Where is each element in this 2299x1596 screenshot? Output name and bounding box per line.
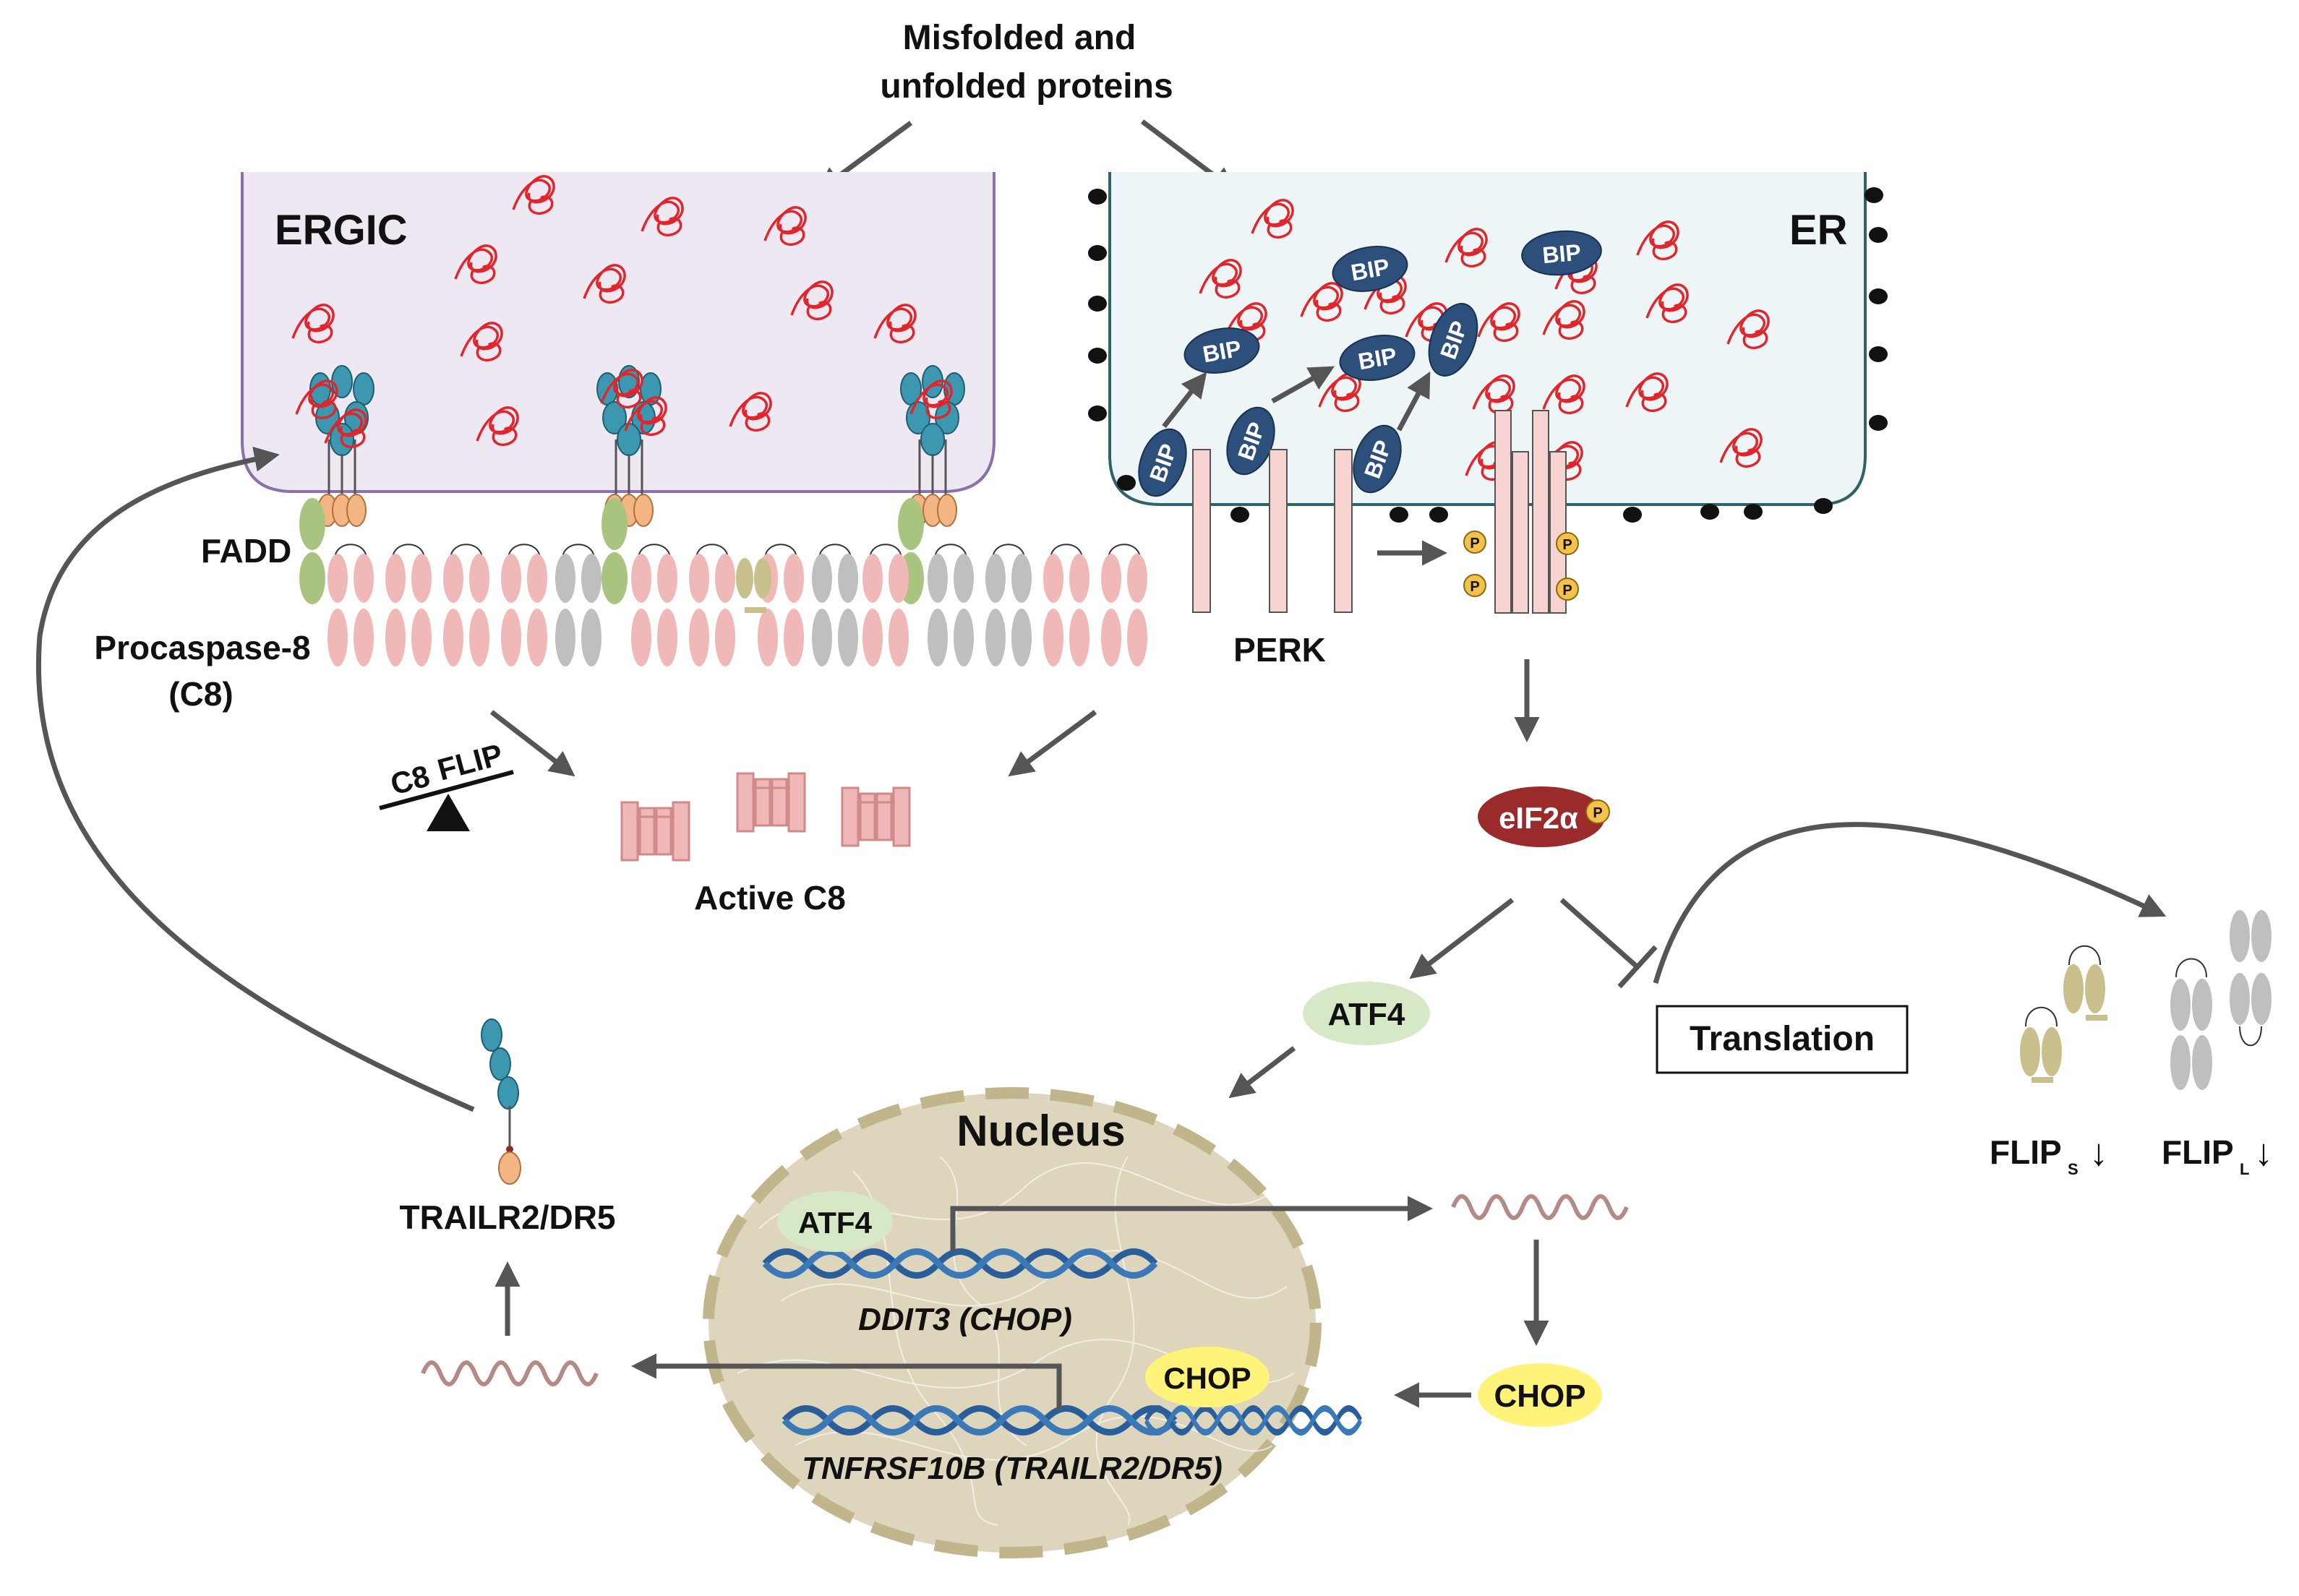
death-receptor-icon xyxy=(481,1018,502,1052)
svg-text:P: P xyxy=(1593,805,1602,821)
perk-label: PERK xyxy=(1233,631,1326,669)
bip-chaperone-icon: BIP xyxy=(1183,327,1260,374)
decrease-arrow-icon: ↓ xyxy=(2089,1132,2108,1174)
atf4-label: ATF4 xyxy=(1328,997,1405,1032)
flip-in-filament xyxy=(736,558,771,613)
svg-text:L: L xyxy=(2240,1160,2249,1178)
arrow-atf4-to-nucleus xyxy=(1228,1046,1296,1099)
er-label: ER xyxy=(1789,207,1848,254)
arrow-tnfrsf10b-transcription xyxy=(631,1353,1062,1410)
atf4-nuclear-label: ATF4 xyxy=(798,1206,873,1240)
ribosomes xyxy=(1088,187,1888,523)
svg-text:FLIP: FLIP xyxy=(1990,1133,2062,1171)
procaspase-8-filament-3 xyxy=(927,544,1148,667)
svg-text:S: S xyxy=(2068,1160,2078,1178)
er-compartment xyxy=(1108,172,1867,506)
arrow-translation-to-flip xyxy=(1653,822,2167,984)
eif2a-label: eIF2α xyxy=(1499,801,1578,835)
atf4-node: ATF4 xyxy=(1303,982,1430,1045)
flip-protein-icon xyxy=(2230,910,2272,1047)
active-c8-dimers xyxy=(620,772,911,862)
mrna-icon xyxy=(1453,1196,1627,1218)
svg-text:P: P xyxy=(1470,536,1479,552)
svg-text:P: P xyxy=(1562,583,1572,598)
ergic-label: ERGIC xyxy=(275,207,408,254)
svg-text:BIP: BIP xyxy=(1541,239,1582,269)
ddit3-label: DDIT3 (CHOP) xyxy=(858,1302,1072,1337)
decrease-arrow-icon: ↓ xyxy=(2254,1132,2273,1174)
phosphate-icon: P xyxy=(1463,531,1486,554)
chop-nuclear-node: CHOP xyxy=(1145,1347,1270,1407)
mrna-icon xyxy=(423,1363,596,1384)
svg-text:P: P xyxy=(1470,579,1479,595)
arrow-trailr2-to-ergic xyxy=(36,446,475,1112)
active-c8-label: Active C8 xyxy=(694,879,846,917)
trailr2-label: TRAILR2/DR5 xyxy=(399,1198,615,1236)
flip-protein-icon xyxy=(2020,1006,2062,1083)
bip-chaperone-icon: BIP xyxy=(1138,428,1187,497)
procaspase-label-line1: Procaspase-8 xyxy=(94,629,310,666)
arrow-procaspase-to-active-right xyxy=(1008,710,1097,777)
chop-nuclear-label: CHOP xyxy=(1163,1361,1251,1395)
arrow-bip-release-2 xyxy=(1271,366,1335,404)
procaspase-8-filament-2 xyxy=(630,544,909,667)
chop-label: CHOP xyxy=(1494,1378,1585,1414)
nucleus-label: Nucleus xyxy=(956,1107,1125,1155)
flip-protein-icon xyxy=(2170,958,2212,1090)
flip-l-label: FLIP L ↓ xyxy=(2162,1132,2273,1178)
svg-text:FLIP: FLIP xyxy=(2162,1133,2234,1171)
flip-s-label: FLIP S ↓ xyxy=(1990,1132,2108,1178)
eif2a-node: eIF2α P xyxy=(1478,786,1610,847)
perk-receptor-icon xyxy=(1269,449,1288,613)
svg-text:P: P xyxy=(1562,537,1572,553)
atf4-nuclear-node: ATF4 xyxy=(777,1191,893,1252)
bip-chaperone-icon: BIP xyxy=(1332,246,1408,292)
phosphate-icon: P xyxy=(1556,578,1579,601)
ergic-compartment xyxy=(241,172,996,493)
translation-label: Translation xyxy=(1690,1020,1875,1058)
phosphate-icon: P xyxy=(1463,574,1486,597)
activated-perk-oligomer xyxy=(1494,410,1567,614)
flip-short-proteins xyxy=(2020,945,2107,1083)
balance-flip-label: FLIP xyxy=(434,737,506,787)
bip-chaperone-icon: BIP xyxy=(1353,424,1402,494)
phosphate-icon: P xyxy=(1585,799,1610,824)
arrow-bip-release-3 xyxy=(1396,371,1431,432)
arrow-bip-release-1 xyxy=(1162,372,1207,429)
perk-receptor-icon xyxy=(1192,449,1211,613)
procaspase-8-filament-1 xyxy=(327,544,602,667)
phosphate-icon: P xyxy=(1556,532,1579,555)
misfolded-label-line2: unfolded proteins xyxy=(880,67,1173,106)
perk-phosphates: P P P P xyxy=(1463,531,1579,601)
misfolded-label-line1: Misfolded and xyxy=(903,19,1136,57)
perk-monomers xyxy=(1192,449,1353,613)
procaspase-label-line2: (C8) xyxy=(168,675,233,713)
flip-long-proteins xyxy=(2170,910,2272,1090)
bip-chaperone-icon: BIP xyxy=(1521,230,1602,276)
bip-chaperone-icon: BIP xyxy=(1339,335,1416,381)
chop-node: CHOP xyxy=(1478,1363,1602,1427)
translation-box xyxy=(1656,1005,1909,1074)
fadd-label: FADD xyxy=(201,532,291,570)
trailr2-receptor xyxy=(481,1018,521,1185)
arrow-ddit3-transcription xyxy=(950,1196,1433,1250)
perk-receptor-icon xyxy=(1334,449,1353,613)
bip-chaperone-icon: BIP xyxy=(1428,303,1478,377)
arrow-procaspase-to-active-left xyxy=(489,710,575,777)
balance-scale-icon: C8 FLIP xyxy=(379,737,514,831)
arrow-eif2a-to-atf4 xyxy=(1409,898,1515,979)
bip-chaperones: BIP BIP BIP BIP BIP BIP BIP BIP xyxy=(1138,230,1602,497)
flip-protein-icon xyxy=(2063,945,2107,1021)
bip-chaperone-icon: BIP xyxy=(1226,406,1275,476)
tnfrsf10b-label: TNFRSF10B (TRAILR2/DR5) xyxy=(802,1451,1223,1486)
inhibition-eif2a-to-translation xyxy=(1559,898,1658,989)
